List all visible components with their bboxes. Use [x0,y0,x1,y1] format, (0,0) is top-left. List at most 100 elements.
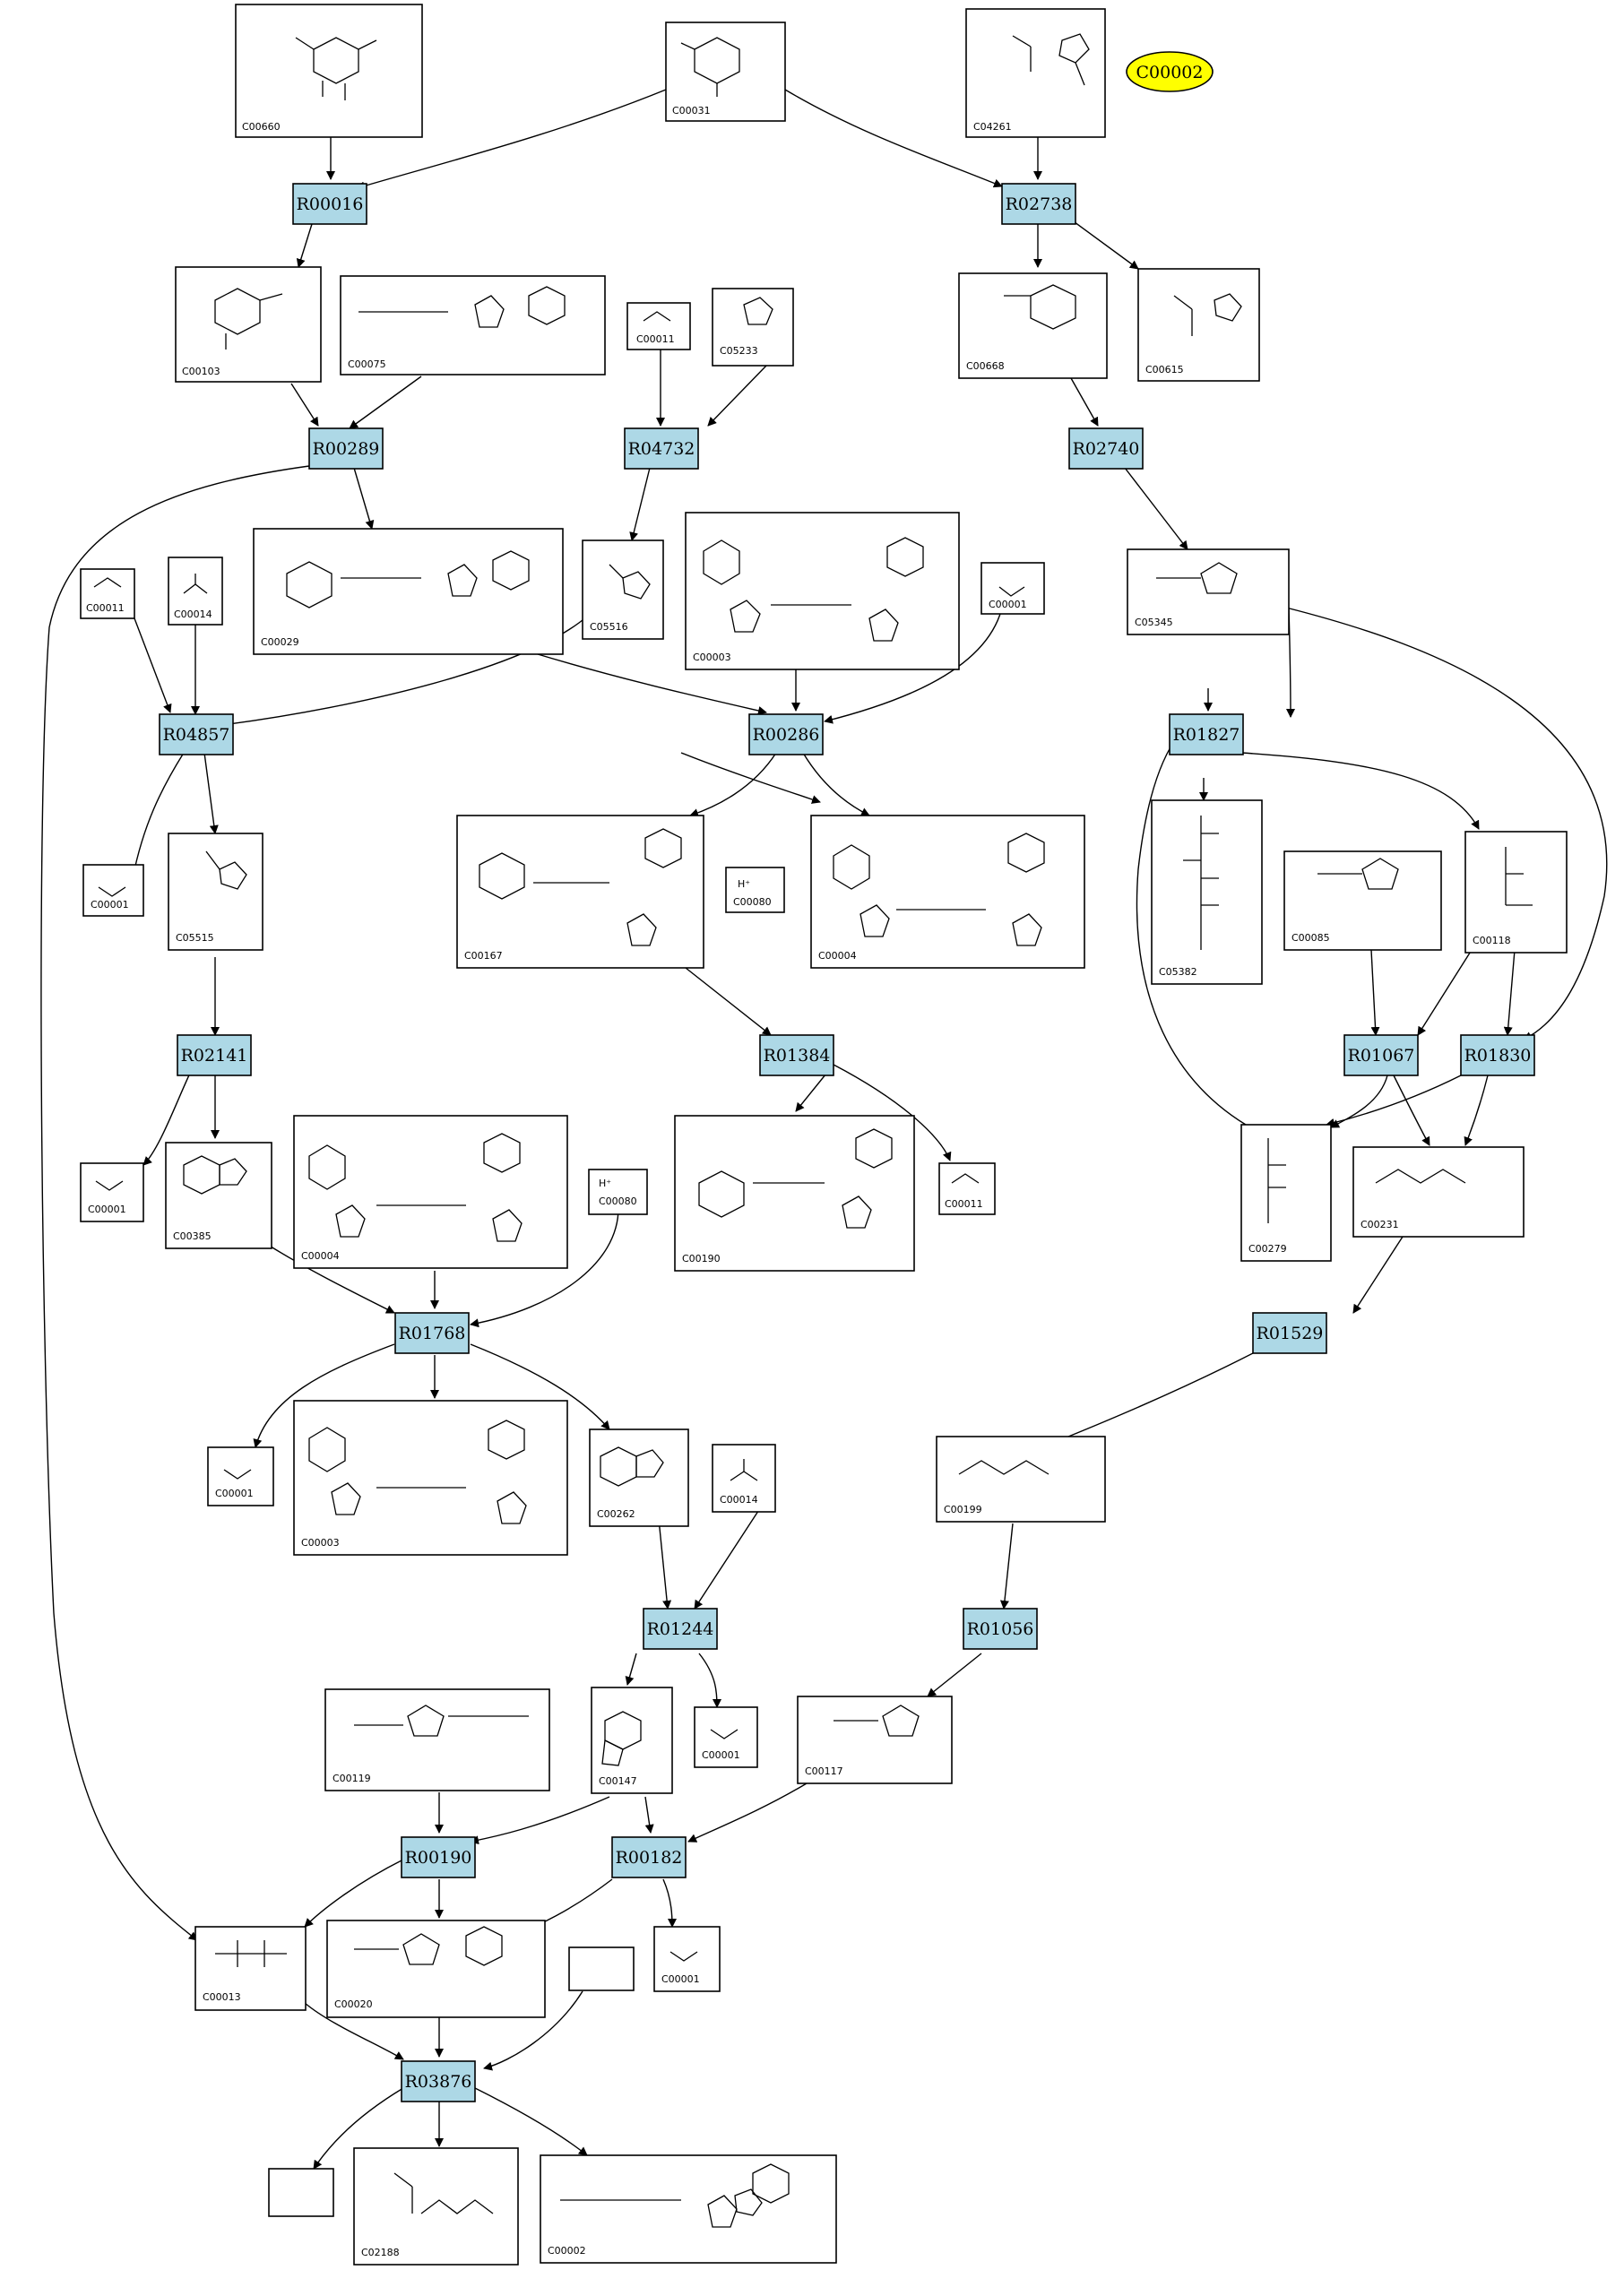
reaction-label: R04732 [628,439,695,459]
reaction-label: R01384 [764,1046,831,1066]
compound-C00085[interactable]: C00085 [1283,850,1442,951]
reaction-R01827[interactable]: R01827 [1169,713,1244,755]
compound-label: C00080 [599,1195,637,1207]
compound-label: C05515 [176,932,214,944]
reaction-R01244[interactable]: R01244 [643,1608,718,1650]
compound-C05345[interactable]: C05345 [1127,548,1290,635]
compound-C00615[interactable]: C00615 [1137,268,1260,382]
compound-C00011-c[interactable]: C00011 [938,1162,996,1215]
compound-C02188[interactable]: C02188 [353,2147,519,2266]
reaction-label: R02740 [1073,439,1140,459]
reaction-R04857[interactable]: R04857 [159,713,234,755]
compound-C00103[interactable]: C00103 [175,266,322,383]
compound-label: C00103 [182,366,220,377]
reaction-R04732[interactable]: R04732 [624,427,699,470]
hplus-label: H⁺ [738,878,750,890]
reaction-R01384[interactable]: R01384 [759,1034,834,1076]
compound-C00167[interactable]: C00167 [456,815,704,969]
compound-label: C00004 [301,1250,340,1262]
compound-C00147[interactable]: C00147 [591,1687,673,1794]
compound-C00262[interactable]: C00262 [589,1428,689,1527]
reaction-R01067[interactable]: R01067 [1343,1034,1419,1076]
compound-C00003-b[interactable]: C00003 [293,1400,568,1556]
compound-C00199[interactable]: C00199 [936,1436,1106,1523]
reaction-R01529[interactable]: R01529 [1252,1312,1327,1354]
compound-C00117[interactable]: C00117 [797,1696,953,1784]
compound-C00003[interactable]: C00003 [685,512,960,670]
compound-C00118[interactable]: C00118 [1464,831,1568,954]
compound-C00080-b[interactable]: H⁺ C00080 [588,1169,648,1215]
compound-C00668[interactable]: C00668 [958,272,1108,379]
reaction-label: R01768 [399,1324,466,1343]
reaction-label: R01067 [1348,1046,1415,1066]
compound-C00011-b[interactable]: C00011 [80,568,135,619]
compound-C00011-a[interactable]: C00011 [626,302,691,350]
compound-C00001-a[interactable]: C00001 [980,562,1045,615]
reaction-R00286[interactable]: R00286 [748,713,824,755]
compound-C00385[interactable]: C00385 [165,1142,272,1249]
compound-C00001-e[interactable]: C00001 [694,1706,758,1768]
compound-label: C00031 [672,105,711,117]
empty-node-b[interactable] [268,2168,334,2217]
compound-C00004-a[interactable]: C00004 [810,815,1085,969]
compound-label: C00262 [597,1508,635,1520]
reaction-R00182[interactable]: R00182 [611,1836,687,1878]
reaction-label: R01529 [1257,1324,1324,1343]
compound-label: C00080 [733,896,772,908]
compound-C00029[interactable]: C00029 [253,528,564,655]
reaction-R00016[interactable]: R00016 [292,183,367,225]
compound-C05515[interactable]: C05515 [168,833,263,951]
compound-C00001-b[interactable]: C00001 [82,864,144,917]
hplus-label: H⁺ [599,1178,611,1189]
compound-label: C00199 [944,1504,982,1515]
compound-C00231[interactable]: C00231 [1352,1146,1525,1238]
compound-C04261[interactable]: C04261 [965,8,1106,138]
compound-label: C02188 [361,2247,400,2258]
compound-label: C00001 [989,599,1027,610]
compound-C05233[interactable]: C05233 [712,288,794,367]
compound-label: C00014 [720,1494,758,1506]
compound-C00001-d[interactable]: C00001 [207,1446,274,1506]
reaction-R02740[interactable]: R02740 [1068,427,1144,470]
highlight-node-C00002[interactable]: C00002 [1126,51,1214,92]
compound-C05516[interactable]: C05516 [582,539,664,640]
compound-label: C00118 [1473,935,1511,946]
compound-C00001-f[interactable]: C00001 [653,1926,721,1992]
compound-label: C00385 [173,1230,212,1242]
empty-node-a[interactable] [568,1946,635,1991]
compound-C00014-a[interactable]: C00014 [168,557,223,626]
compound-C05382[interactable]: C05382 [1151,799,1263,985]
compound-label: C00011 [945,1198,983,1210]
compound-C00014-b[interactable]: C00014 [712,1444,776,1513]
compound-nodes: C00660 C00031 C04261 C00103 C00075 C0001… [80,4,1568,2266]
compound-C00013[interactable]: C00013 [194,1926,307,2011]
reaction-R01056[interactable]: R01056 [963,1608,1038,1650]
compound-C00075[interactable]: C00075 [340,275,606,375]
reaction-label: R02738 [1006,194,1073,214]
reaction-R02738[interactable]: R02738 [1001,183,1076,225]
reaction-label: R01827 [1173,725,1240,745]
compound-label: C00279 [1248,1243,1287,1255]
reaction-R01768[interactable]: R01768 [394,1312,470,1354]
compound-label: C00001 [702,1749,740,1761]
compound-C00190[interactable]: C00190 [674,1115,915,1272]
reaction-R00190[interactable]: R00190 [401,1836,476,1878]
edges [40,89,1608,2170]
compound-C00660[interactable]: C00660 [235,4,423,138]
reaction-label: R01830 [1464,1046,1532,1066]
reaction-R01830[interactable]: R01830 [1460,1034,1535,1076]
compound-label: C00660 [242,121,281,133]
compound-C00279[interactable]: C00279 [1240,1124,1332,1262]
compound-C00004-b[interactable]: C00004 [293,1115,568,1269]
compound-C00002[interactable]: C00002 [540,2154,837,2264]
compound-C00119[interactable]: C00119 [324,1688,550,1791]
compound-C00001-c[interactable]: C00001 [80,1162,144,1222]
compound-label: C00190 [682,1253,721,1264]
reaction-R02141[interactable]: R02141 [177,1034,252,1076]
reaction-R03876[interactable]: R03876 [401,2060,476,2102]
reaction-R00289[interactable]: R00289 [308,427,384,470]
compound-C00020[interactable]: C00020 [326,1920,546,2018]
compound-C00031[interactable]: C00031 [665,22,786,122]
compound-C00080-a[interactable]: H⁺ C00080 [725,867,785,913]
reaction-label: R00016 [297,194,364,214]
